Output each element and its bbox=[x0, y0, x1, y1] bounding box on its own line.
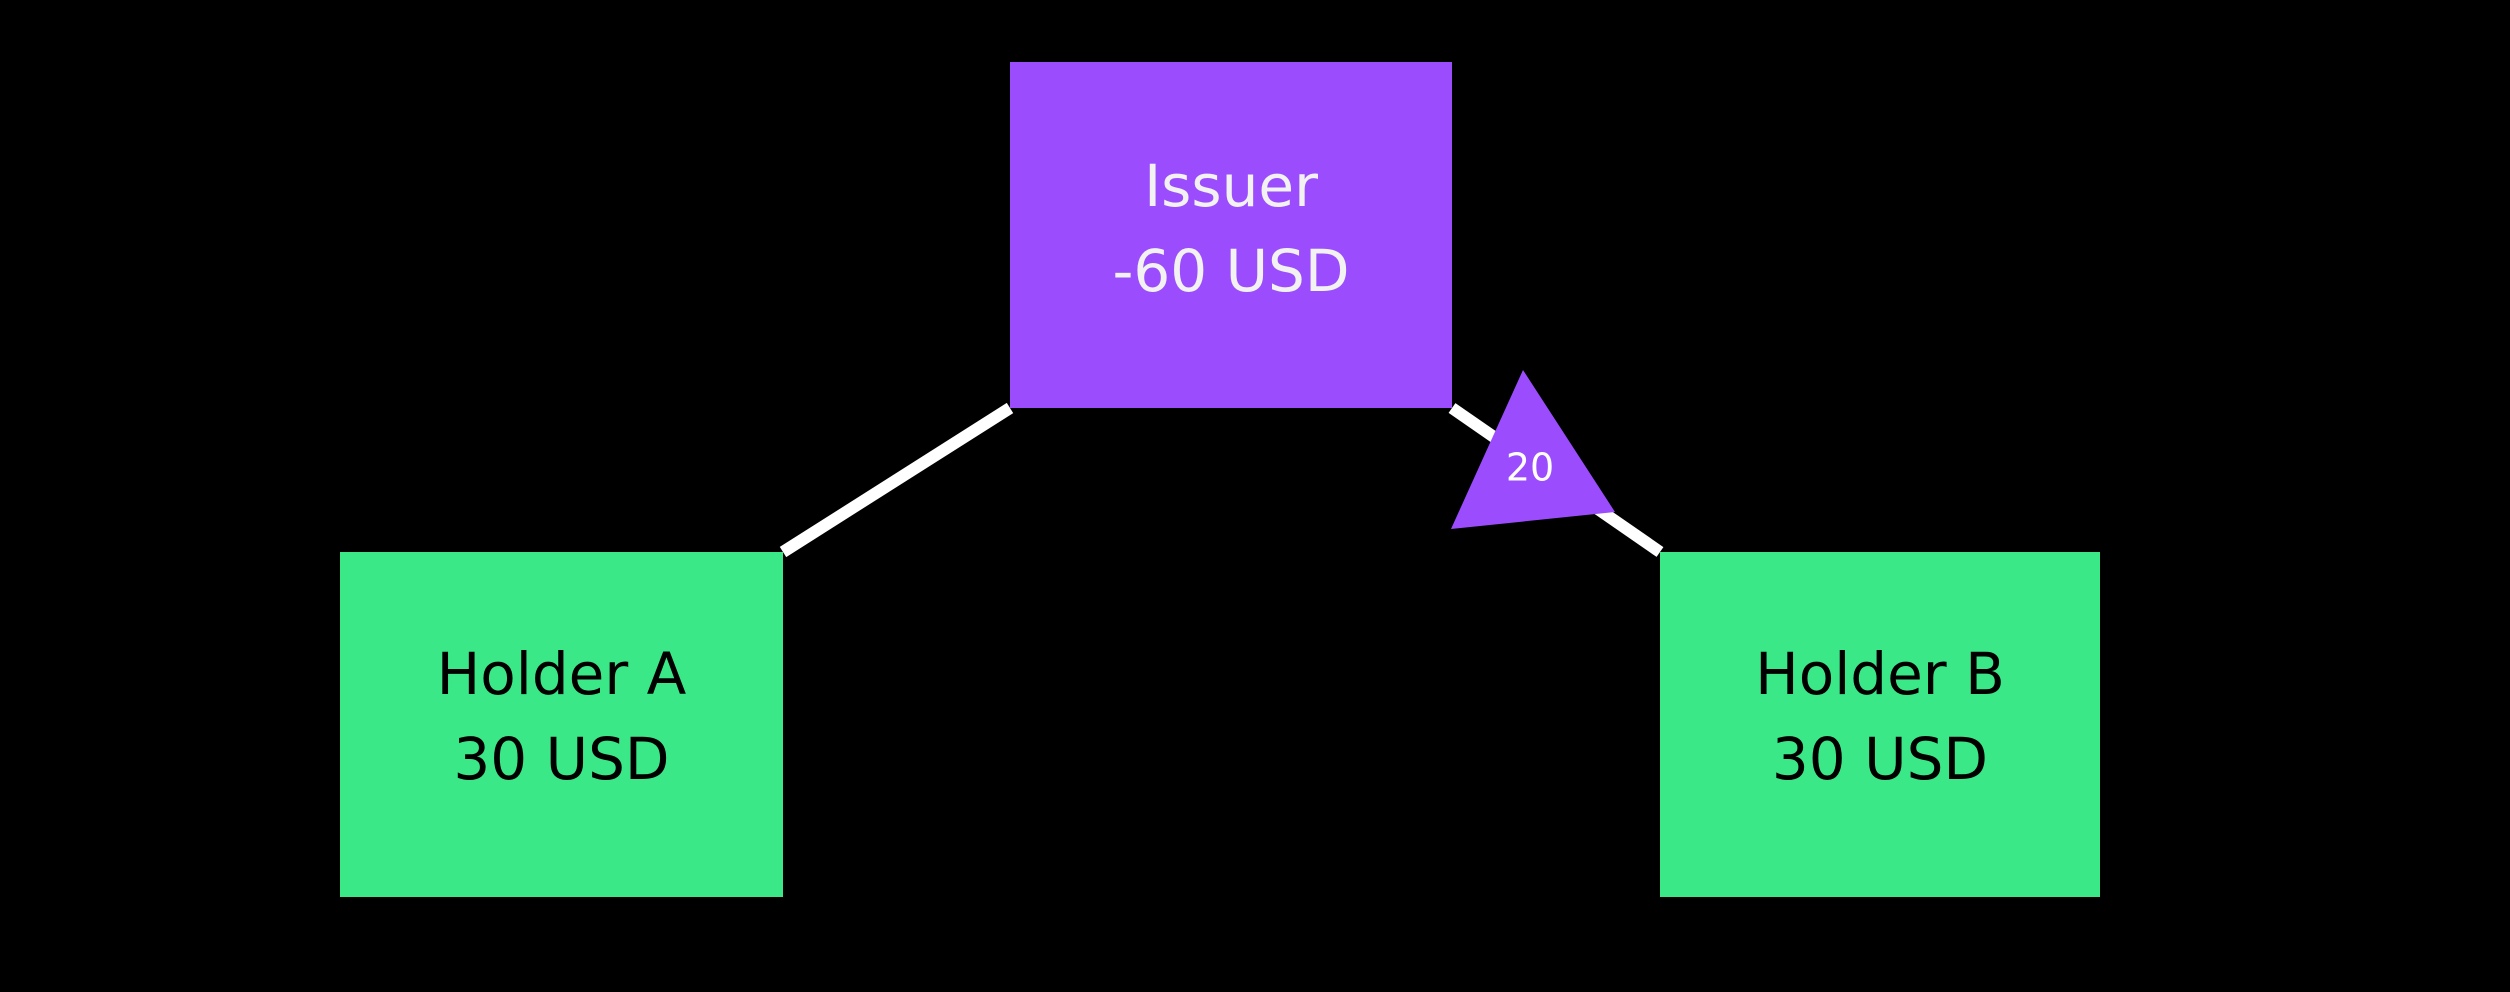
node-holder-b[interactable]: Holder B 30 USD bbox=[1660, 552, 2100, 897]
triangle-marker-icon[interactable] bbox=[1451, 370, 1615, 529]
edge-issuer-to-holder-a[interactable] bbox=[779, 402, 1014, 558]
node-issuer-label-line2: -60 USD bbox=[1112, 237, 1349, 305]
node-holder-b-label-line2: 30 USD bbox=[1772, 725, 1988, 793]
amount-marker-20[interactable]: 20 bbox=[1451, 370, 1615, 529]
node-issuer-box[interactable] bbox=[1010, 62, 1452, 408]
node-issuer-label-line1: Issuer bbox=[1144, 152, 1318, 220]
node-holder-b-label-line1: Holder B bbox=[1755, 640, 2005, 708]
amount-marker-20-label: 20 bbox=[1506, 446, 1554, 490]
node-holder-a-box[interactable] bbox=[340, 552, 783, 897]
node-holder-a-label-line1: Holder A bbox=[437, 640, 687, 708]
node-issuer[interactable]: Issuer -60 USD bbox=[1010, 62, 1452, 408]
node-holder-b-box[interactable] bbox=[1660, 552, 2100, 897]
node-holder-a[interactable]: Holder A 30 USD bbox=[340, 552, 783, 897]
node-holder-a-label-line2: 30 USD bbox=[453, 725, 669, 793]
